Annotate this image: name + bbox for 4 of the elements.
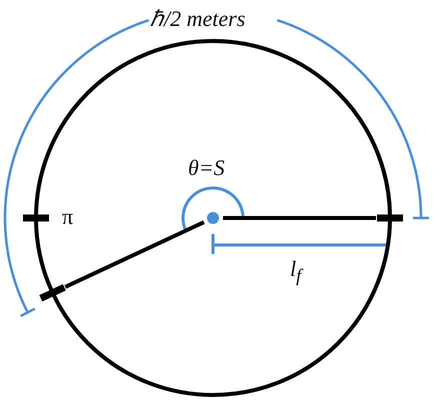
dimension-label: ℏ/2 meters bbox=[150, 8, 246, 30]
angle-label: θ=S bbox=[188, 157, 225, 179]
length-label: l$_{f}$ bbox=[290, 258, 302, 285]
tick-label: π bbox=[62, 206, 74, 228]
